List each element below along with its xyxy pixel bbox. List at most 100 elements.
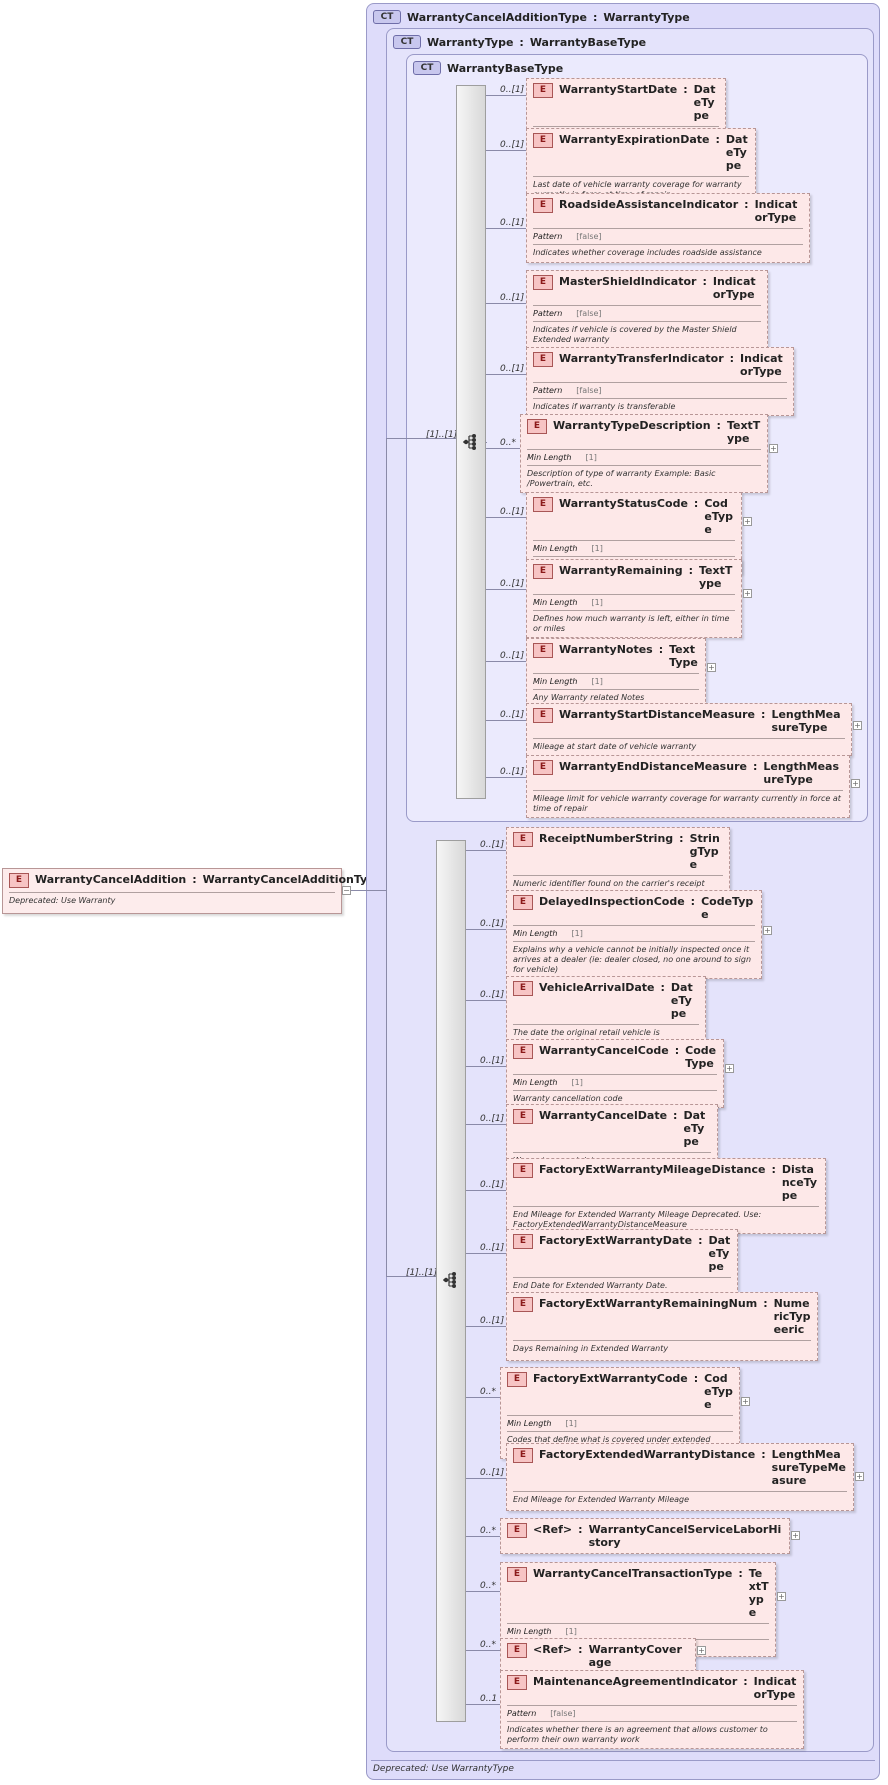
expand-icon[interactable]: + [853,721,862,730]
expand-icon[interactable]: + [777,1592,786,1601]
element-name: WarrantyCancelDate [539,1109,668,1122]
element-doc: Indicates if vehicle is covered by the M… [533,325,737,344]
expand-icon[interactable]: + [725,1064,734,1073]
element-sep: : [578,1523,583,1536]
element-sep: : [690,895,696,908]
element-type: TextType [669,643,698,669]
element-facet: Pattern [false] [527,231,809,242]
connector-line [466,1190,506,1191]
element-name: WarrantyEndDistanceMeasure [559,760,747,773]
element-badge-icon: E [533,83,553,98]
element-badge-icon: E [513,895,533,910]
connector-line [466,1704,500,1705]
expand-icon[interactable]: + [763,926,772,935]
element-badge-icon: E [533,708,553,723]
element-sep: : [683,83,688,96]
element-badge-icon: E [513,1448,533,1463]
element-name: <Ref> [533,1523,573,1536]
connector-line [486,303,526,304]
element-type: DateType [725,133,748,172]
element-type: NumericTypeeric [773,1297,811,1336]
element-type: WarrantyCoverage [588,1643,682,1669]
element-type: StringType [689,832,720,871]
element-multiplicity: 0..[1] [500,767,525,777]
connector-line [466,1650,500,1651]
connector-line [466,1066,506,1067]
element-box[interactable]: E<Ref>:WarrantyCoverage [500,1638,696,1672]
expand-icon[interactable]: + [743,517,752,526]
element-sep: : [673,1109,678,1122]
element-name: WarrantyCancelCode [539,1044,669,1057]
element-name: WarrantyStatusCode [559,497,688,510]
expand-icon[interactable]: + [855,1472,864,1481]
element-sep: : [738,1567,743,1580]
element-badge-icon: E [533,643,553,658]
facet-name: Min Length [513,1078,558,1087]
element-name: FactoryExtWarrantyRemainingNum [539,1297,758,1310]
element-multiplicity: 0..[1] [480,1316,505,1326]
element-badge-icon: E [533,133,553,148]
connector-line [486,448,520,449]
element-doc: Any Warranty related Notes [533,693,645,702]
element-sep: : [744,198,749,211]
expand-icon[interactable]: + [707,663,716,672]
element-facet: Pattern[false] [501,1708,803,1719]
expand-icon[interactable]: + [743,589,752,598]
element-type: LengthMeasureType [771,708,841,734]
element-type: CodeType [685,1044,717,1070]
element-sep: : [698,1234,703,1247]
facet-value: [false] [576,232,602,241]
element-sep: : [702,275,707,288]
element-multiplicity: 0..[1] [480,1180,505,1190]
facet-name: Pattern [533,232,563,241]
expand-icon[interactable]: + [697,1646,706,1655]
element-facet: Min Length[1] [501,1626,775,1637]
connector-line [466,1536,500,1537]
element-doc: Defines how much warranty is left, eithe… [533,614,730,633]
root-element-doc: Deprecated: Use Warranty [9,896,116,905]
element-facet: Min Length[1] [527,597,741,608]
facet-name: Min Length [507,1627,552,1636]
element-type: LengthMeasureType [763,760,840,786]
seq1-multiplicity: [1]..[1] [426,430,458,440]
facet-value: [false] [550,1709,576,1718]
element-multiplicity: 0..* [480,1387,496,1397]
element-name: RoadsideAssistanceIndicator [559,198,739,211]
expand-icon[interactable]: + [851,779,860,788]
element-name: WarrantyStartDate [559,83,678,96]
outer-ct-name: WarrantyCancelAdditionType [407,10,587,24]
element-sep: : [660,981,665,994]
root-element[interactable]: E WarrantyCancelAddition : WarrantyCance… [2,868,383,914]
element-doc: Warranty cancellation code [513,1094,623,1103]
element-multiplicity: 0..[1] [500,579,525,589]
element-type: IndicatorType [740,352,783,378]
element-type: TextType [699,564,733,590]
expand-icon[interactable]: + [741,1397,750,1406]
expand-icon[interactable]: + [791,1531,800,1540]
facet-name: Min Length [533,677,578,686]
element-badge-icon: E [527,419,547,434]
element-sep: : [693,1372,699,1385]
facet-name: Min Length [527,453,572,462]
root-collapse-icon[interactable]: − [342,886,351,895]
connector-line [486,589,526,590]
element-sep: : [761,1448,766,1461]
element-box[interactable]: E<Ref>:WarrantyCancelServiceLaborHistory [500,1518,790,1554]
expand-icon[interactable]: + [769,444,778,453]
